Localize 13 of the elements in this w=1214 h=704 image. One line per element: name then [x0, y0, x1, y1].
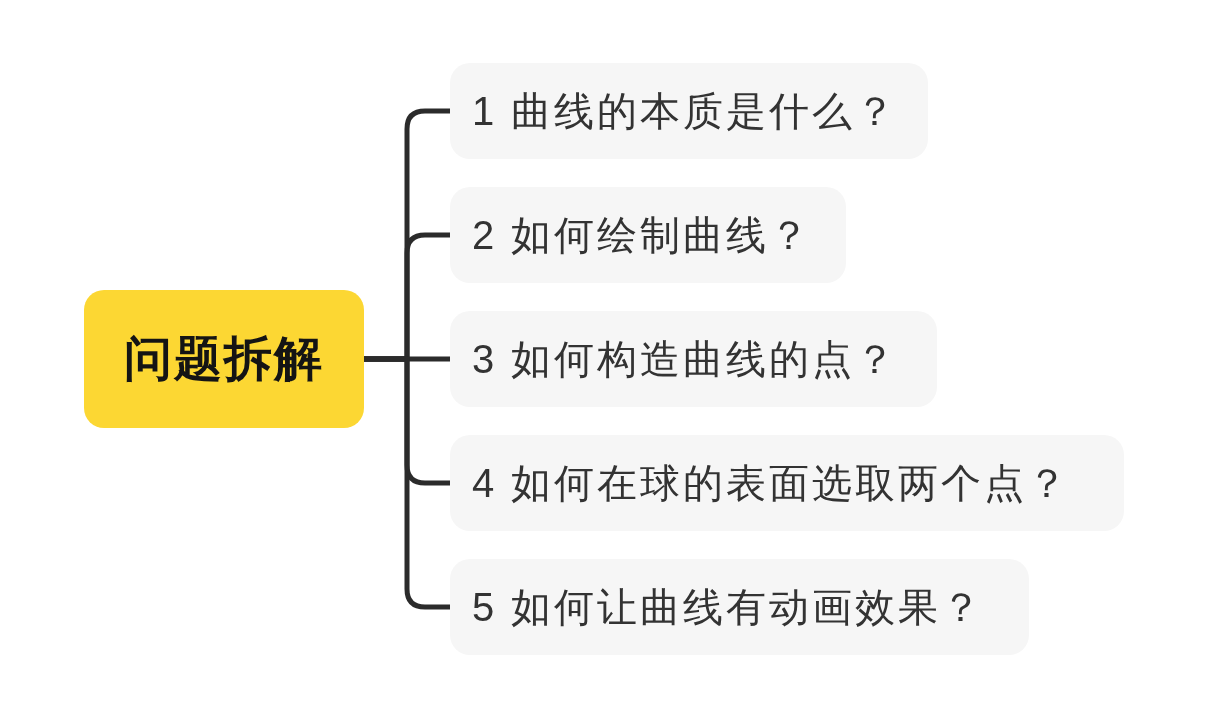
subtopic-box: [450, 63, 928, 159]
subtopic-box: [450, 559, 1029, 655]
topic-text: 问题拆解: [124, 331, 324, 388]
topic-text: 2 如何绘制曲线？: [472, 212, 813, 259]
topic-text: 3 如何构造曲线的点？: [472, 336, 899, 383]
topic-text: 1 曲线的本质是什么？: [472, 88, 899, 135]
subtopic-box: [450, 435, 1124, 531]
subtopic-box: [450, 311, 937, 407]
topic-text: 4 如何在球的表面选取两个点？: [472, 460, 1071, 507]
topic-text: 5 如何让曲线有动画效果？: [472, 584, 985, 631]
central-topic: [84, 290, 364, 428]
connector-line: [364, 356, 450, 610]
subtopic-box: [450, 187, 846, 283]
